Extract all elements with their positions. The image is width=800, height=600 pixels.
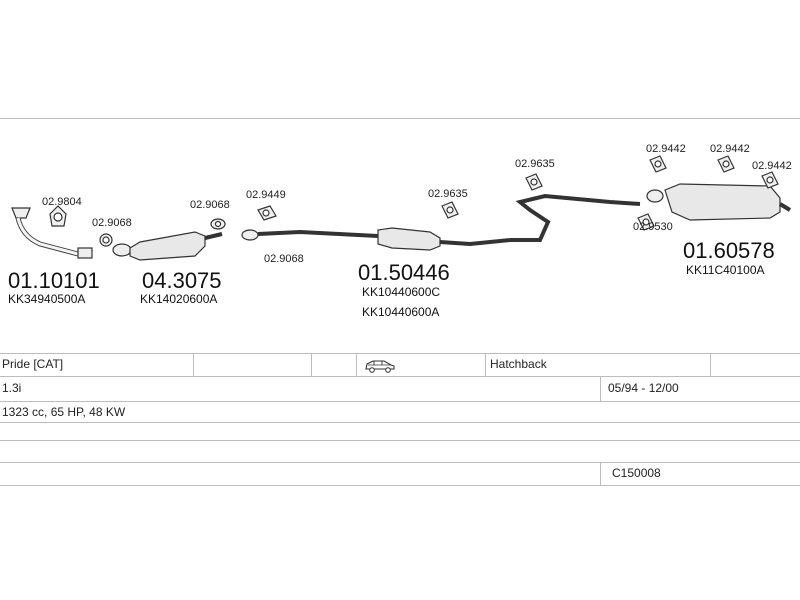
part-number[interactable]: 04.3075 — [142, 268, 222, 293]
table-row-divider — [0, 440, 800, 441]
table-col-divider — [600, 462, 601, 485]
fitting-label: 02.9635 — [428, 188, 468, 200]
engine-specs: 1323 cc, 65 HP, 48 KW — [2, 405, 126, 419]
part-code: KK10440600C — [362, 285, 440, 299]
fitting-label: 02.9442 — [646, 143, 686, 155]
gasket-icon — [49, 205, 67, 227]
fitting-label: 02.9804 — [42, 196, 82, 208]
rubber-hanger-icon — [441, 201, 459, 219]
part-code: KK11C40100A — [686, 263, 765, 277]
gasket-icon — [210, 218, 226, 230]
table-col-divider — [600, 376, 601, 401]
table-row-divider — [0, 401, 800, 402]
hatchback-car-icon — [365, 360, 395, 373]
exhaust-system-diagram: 02.9804 02.9068 02.9068 02.9449 02.9068 … — [8, 143, 792, 319]
rubber-hanger-icon — [637, 213, 655, 231]
production-years: 05/94 - 12/00 — [608, 381, 679, 395]
rubber-hanger-icon — [525, 173, 543, 191]
catalytic-converter[interactable] — [112, 231, 223, 261]
table-col-divider — [710, 353, 711, 376]
fitting-label: 02.9068 — [92, 217, 132, 229]
table-row-divider — [0, 353, 800, 354]
vehicle-model: Pride [CAT] — [2, 357, 64, 371]
fitting-label: 02.9068 — [264, 253, 304, 265]
table-col-divider — [311, 353, 312, 376]
fitting-label: 02.9635 — [515, 158, 555, 170]
fitting-label: 02.9530 — [633, 221, 673, 233]
part-code: KK34940500A — [8, 292, 85, 306]
body-type: Hatchback — [490, 357, 547, 371]
rear-muffler[interactable] — [646, 183, 792, 221]
gasket-icon — [99, 233, 113, 247]
front-pipe[interactable] — [11, 207, 93, 259]
fitting-label: 02.9068 — [190, 199, 230, 211]
fitting-label: 02.9442 — [752, 160, 792, 172]
rubber-hanger-icon — [717, 155, 735, 173]
rear-pipe[interactable] — [510, 193, 641, 242]
catalog-code: C150008 — [612, 466, 661, 480]
table-row-divider — [0, 376, 800, 377]
rubber-hanger-icon — [257, 205, 277, 221]
part-code: KK14020600A — [140, 292, 217, 306]
table-row-divider — [0, 485, 800, 486]
part-number[interactable]: 01.60578 — [683, 238, 775, 263]
part-number[interactable]: 01.10101 — [8, 268, 100, 293]
part-number[interactable]: 01.50446 — [358, 260, 450, 285]
engine-label: 1.3i — [2, 381, 22, 395]
table-row-divider — [0, 422, 800, 423]
fitting-label: 02.9442 — [710, 143, 750, 155]
center-muffler-pipe[interactable] — [241, 227, 511, 251]
top-border — [0, 118, 800, 119]
table-col-divider — [193, 353, 194, 376]
table-col-divider — [356, 353, 357, 376]
table-row-divider — [0, 462, 800, 463]
fitting-label: 02.9449 — [246, 189, 286, 201]
part-code: KK10440600A — [362, 305, 439, 319]
table-col-divider — [485, 353, 486, 376]
rubber-hanger-icon — [761, 171, 779, 189]
rubber-hanger-icon — [649, 155, 667, 173]
